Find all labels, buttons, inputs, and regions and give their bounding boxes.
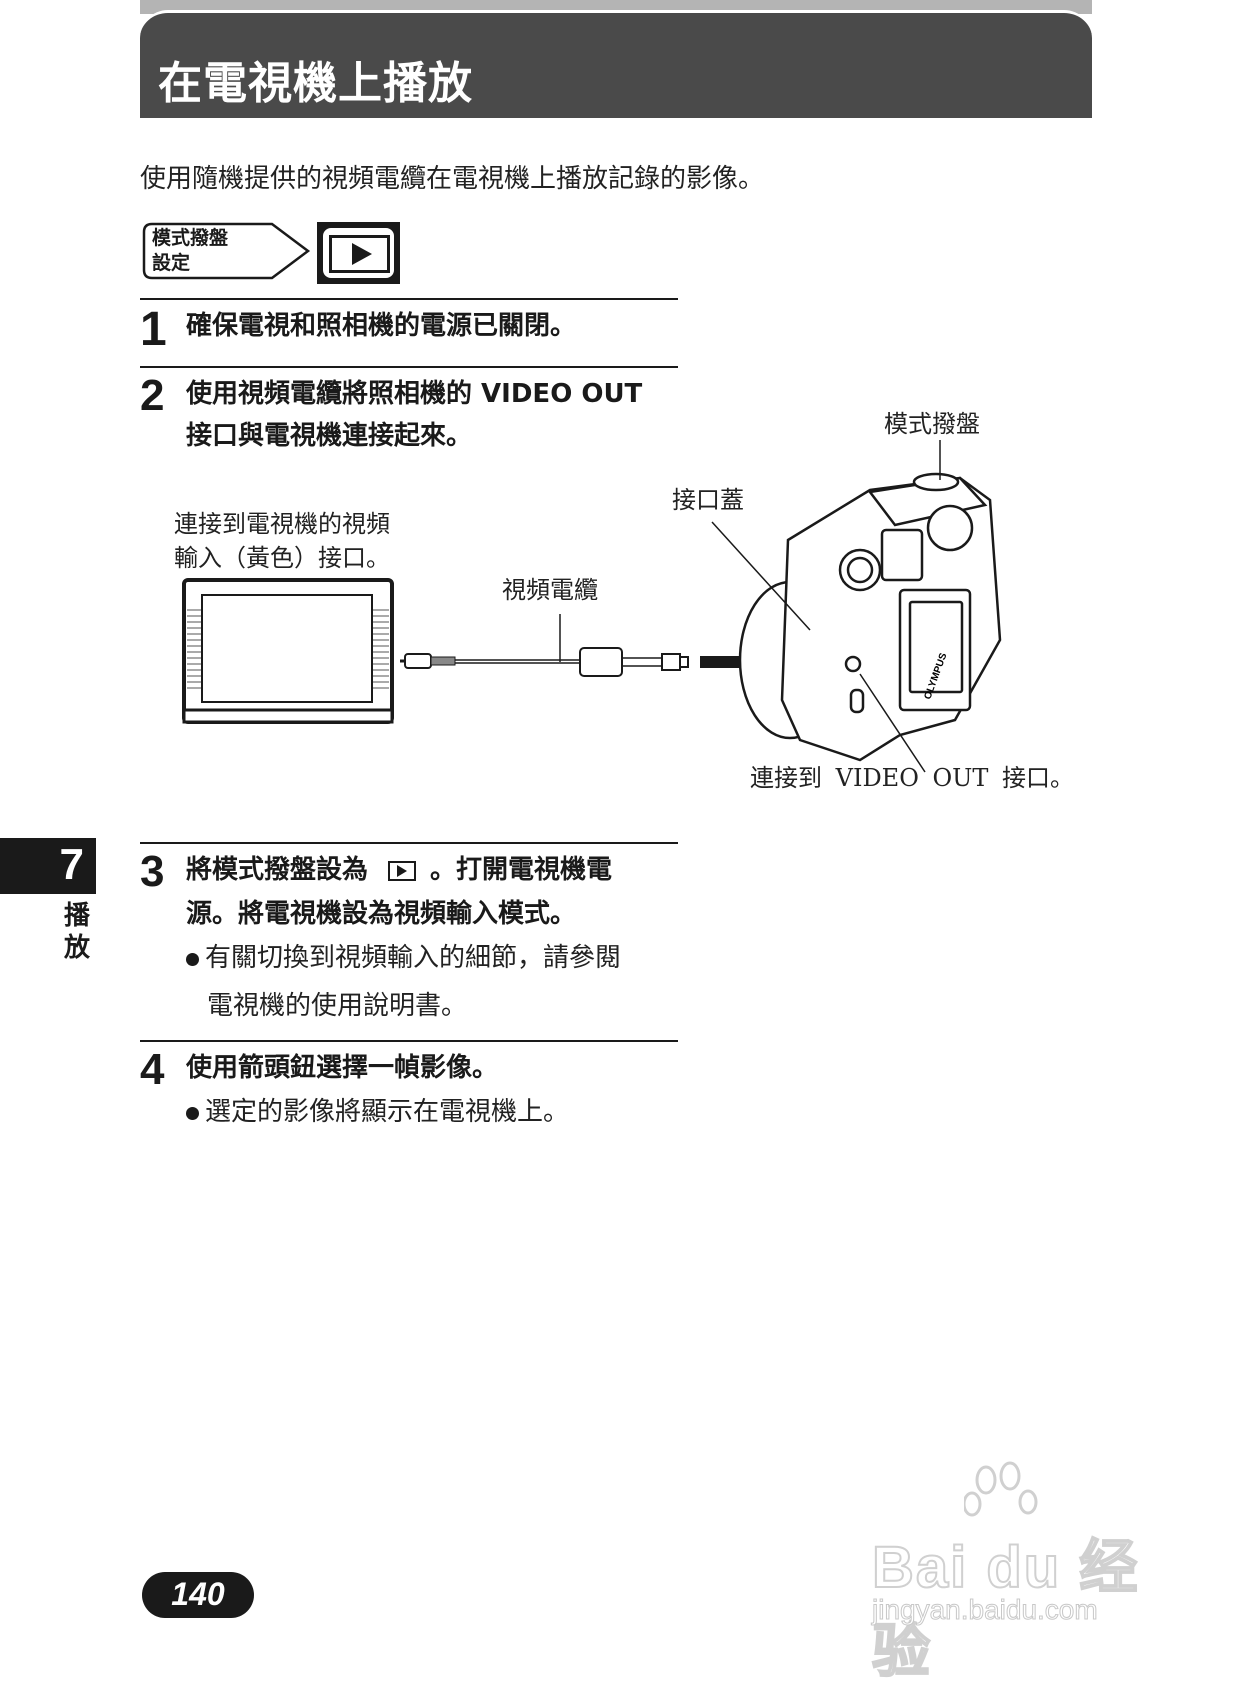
- tv-input-label-line1: 連接到電視機的視頻: [174, 510, 390, 538]
- watermark-brand: Bai du 经验: [871, 1534, 1140, 1685]
- camera-icon: [711, 440, 1002, 773]
- step-3-bullet: 有關切換到視頻輸入的細節，請參閱 電視機的使用說明書。: [186, 934, 621, 1030]
- bullet-dot-icon: [186, 1106, 199, 1120]
- video-cable-icon: [400, 614, 689, 677]
- tv-icon: [182, 578, 394, 724]
- chapter-label: 播 放: [64, 900, 94, 964]
- page-number: 140: [171, 1576, 225, 1612]
- mode-tag-label: 模式撥盤 設定: [152, 226, 228, 276]
- page-number-badge: 140: [142, 1572, 254, 1618]
- chapter-tab: 7: [0, 838, 96, 894]
- step-1-text: 確保電視和照相機的電源已關閉。: [186, 311, 577, 341]
- step-3-text-part-b: 。打開電視機電: [430, 855, 613, 885]
- chapter-number: 7: [59, 840, 84, 889]
- step-4-bullet-text: 選定的影像將顯示在電視機上。: [205, 1097, 570, 1127]
- step-3-text-line2: 源。將電視機設為視頻輸入模式。: [186, 899, 577, 929]
- step-number: 4: [140, 1045, 165, 1094]
- step-3-bullet-line2: 電視機的使用說明書。: [207, 991, 468, 1021]
- mode-dial-setting-tag: 模式撥盤 設定: [142, 222, 312, 280]
- bullet-dot-icon: [186, 952, 199, 966]
- video-out-port-label: 連接到 VIDEO OUT 接口。: [750, 764, 1075, 792]
- step-number: 2: [140, 371, 165, 420]
- page-title: 在電視機上播放: [158, 58, 473, 109]
- step-4-text: 使用箭頭鈕選擇一幀影像。: [186, 1053, 499, 1083]
- connector-cover-label: 接口蓋: [672, 486, 744, 514]
- cable-label: 視頻電纜: [502, 576, 598, 604]
- step-divider: [140, 366, 678, 368]
- step-3-text-line1: 將模式撥盤設為 。打開電視機電: [186, 848, 612, 892]
- step-3-bullet-line1: 有關切換到視頻輸入的細節，請參閱: [205, 943, 622, 973]
- step-divider: [140, 298, 678, 300]
- connection-diagram: OLYMPUS: [182, 440, 1002, 773]
- chapter-label-line2: 放: [64, 933, 91, 963]
- watermark-url: jingyan.baidu.com: [872, 1594, 1099, 1626]
- tv-input-label-line2: 輸入（黃色）接口。: [174, 544, 390, 572]
- step-number: 1: [140, 303, 167, 356]
- step-3-text-part-a: 將模式撥盤設為: [186, 855, 369, 885]
- step-2-text-line1: 使用視頻電纜將照相機的 VIDEO OUT: [186, 379, 643, 409]
- step-4-bullet: 選定的影像將顯示在電視機上。: [186, 1088, 569, 1136]
- playback-icon-frame: [323, 228, 394, 278]
- playback-icon: [388, 860, 417, 881]
- step-2-text-line2: 接口與電視機連接起來。: [186, 421, 473, 451]
- mode-tag-label-line2: 設定: [152, 252, 191, 274]
- play-triangle-icon: [352, 243, 372, 265]
- tag-outline-icon: [142, 222, 311, 280]
- step-divider: [140, 1040, 678, 1042]
- baidu-watermark: Bai du 经验 jingyan.baidu.com: [871, 1460, 1172, 1685]
- intro-text: 使用隨機提供的視頻電纜在電視機上播放記錄的影像。: [140, 164, 765, 194]
- step-divider: [140, 842, 678, 844]
- mode-tag-label-line1: 模式撥盤: [152, 227, 229, 249]
- step-number: 3: [140, 847, 165, 896]
- playback-icon-screen: [329, 235, 390, 273]
- section-header: 在電視機上播放: [140, 10, 1092, 118]
- chapter-label-line1: 播: [64, 901, 91, 931]
- mode-dial-label: 模式撥盤: [884, 410, 980, 438]
- paw-logo-icon: [964, 1461, 1038, 1517]
- playback-mode-icon: [317, 222, 400, 284]
